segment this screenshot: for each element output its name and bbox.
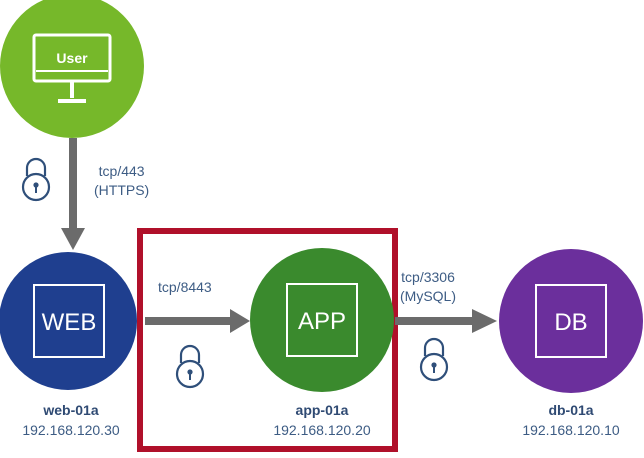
- lock-icon: [419, 337, 449, 382]
- arrow-user-to-web: [61, 138, 85, 250]
- user-label: User: [56, 50, 88, 66]
- lock-icon: [21, 157, 51, 202]
- app-ip: 192.168.120.20: [273, 422, 371, 438]
- link-app-db-protocol: tcp/3306: [401, 269, 455, 285]
- web-hostname: web-01a: [43, 402, 99, 418]
- db-hostname: db-01a: [548, 402, 594, 418]
- user-node: User: [0, 0, 144, 138]
- db-ip: 192.168.120.10: [522, 422, 620, 438]
- arrow-app-to-db: [395, 309, 497, 333]
- arrow-web-to-app: [145, 309, 250, 333]
- app-hostname: app-01a: [295, 402, 349, 418]
- app-highlight-frame: [137, 228, 398, 452]
- web-host-label: web-01a 192.168.120.30: [0, 402, 142, 438]
- web-ip: 192.168.120.30: [22, 422, 120, 438]
- db-node: DB: [499, 249, 643, 393]
- lock-icon: [175, 344, 205, 389]
- link-web-app-protocol: tcp/8443: [158, 279, 212, 295]
- link-web-app-label: tcp/8443: [158, 278, 212, 297]
- monitor-icon: [32, 33, 112, 103]
- link-app-db-service: (MySQL): [400, 288, 456, 304]
- link-user-web-label: tcp/443 (HTTPS): [94, 162, 149, 200]
- app-node: APP: [250, 248, 394, 392]
- db-host-label: db-01a 192.168.120.10: [499, 402, 643, 438]
- web-box-label: WEB: [42, 309, 97, 336]
- link-user-web-protocol: tcp/443: [98, 163, 145, 179]
- app-host-label: app-01a 192.168.120.20: [250, 402, 394, 438]
- link-user-web-service: (HTTPS): [94, 182, 150, 198]
- db-box-label: DB: [554, 309, 587, 336]
- web-node: WEB: [0, 252, 137, 390]
- link-app-db-label: tcp/3306 (MySQL): [400, 268, 456, 306]
- app-box-label: APP: [298, 308, 346, 335]
